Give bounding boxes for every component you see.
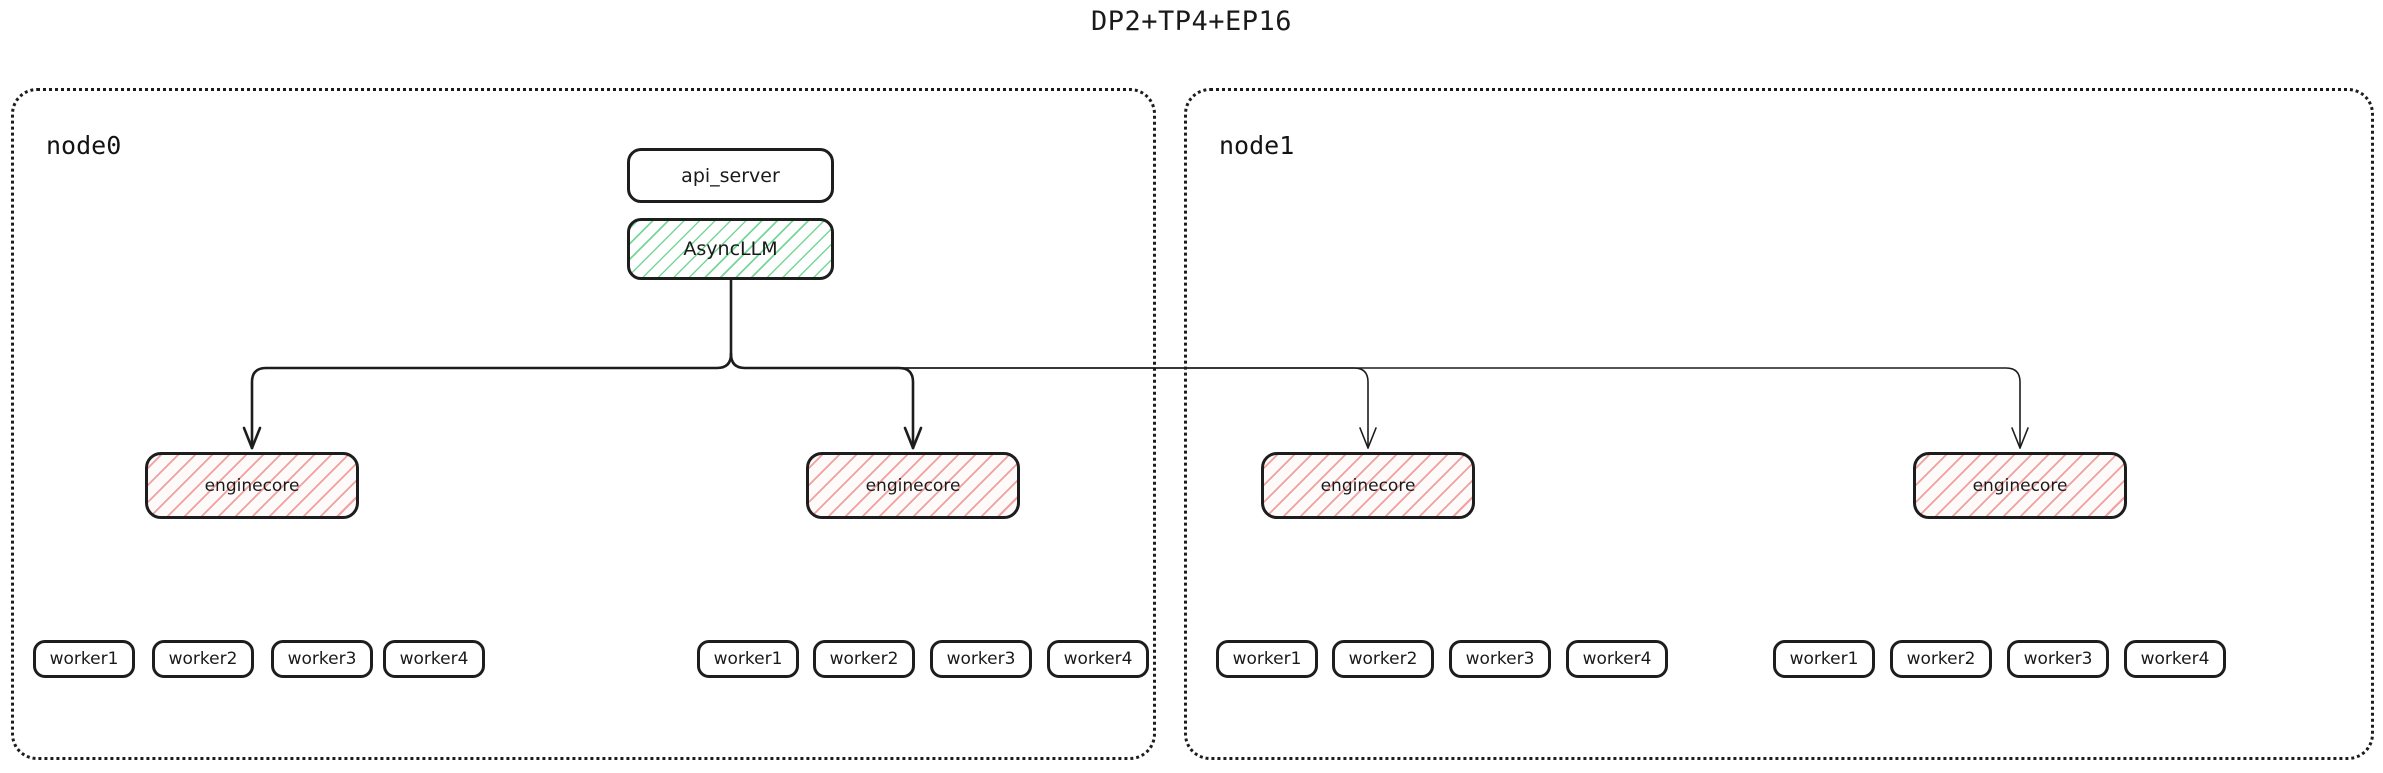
worker-label: worker2 — [168, 649, 238, 669]
connector-arrowhead — [242, 426, 262, 450]
worker-box[interactable]: worker2 — [813, 640, 915, 678]
worker-label: worker2 — [1348, 649, 1418, 669]
connector-arrowhead — [1359, 427, 1377, 449]
enginecore-box[interactable]: enginecore — [1913, 452, 2127, 519]
worker-box[interactable]: worker2 — [1890, 640, 1992, 678]
worker-box[interactable]: worker3 — [930, 640, 1032, 678]
worker-label: worker3 — [287, 649, 357, 669]
connector-line — [730, 353, 2021, 449]
api-server-label: api_server — [681, 164, 780, 187]
worker-label: worker3 — [1465, 649, 1535, 669]
worker-label: worker4 — [1582, 649, 1652, 669]
node-container-node1 — [1184, 88, 2374, 760]
worker-label: worker1 — [713, 649, 783, 669]
worker-box[interactable]: worker1 — [33, 640, 135, 678]
enginecore-box[interactable]: enginecore — [1261, 452, 1475, 519]
worker-label: worker3 — [946, 649, 1016, 669]
api-server-box[interactable]: api_server — [627, 148, 834, 203]
worker-label: worker2 — [1906, 649, 1976, 669]
worker-box[interactable]: worker4 — [2124, 640, 2226, 678]
node-container-node0 — [11, 88, 1156, 760]
enginecore-label: enginecore — [1972, 475, 2068, 496]
async-llm-box[interactable]: AsyncLLM — [627, 218, 834, 280]
async-llm-label: AsyncLLM — [683, 238, 778, 260]
connector-arrowhead — [2011, 427, 2029, 449]
worker-box[interactable]: worker3 — [271, 640, 373, 678]
worker-box[interactable]: worker3 — [1449, 640, 1551, 678]
worker-box[interactable]: worker1 — [697, 640, 799, 678]
worker-label: worker4 — [399, 649, 469, 669]
worker-label: worker2 — [829, 649, 899, 669]
enginecore-box[interactable]: enginecore — [806, 452, 1020, 519]
worker-box[interactable]: worker2 — [1332, 640, 1434, 678]
worker-box[interactable]: worker4 — [383, 640, 485, 678]
worker-label: worker1 — [1232, 649, 1302, 669]
worker-box[interactable]: worker1 — [1216, 640, 1318, 678]
enginecore-box[interactable]: enginecore — [145, 452, 359, 519]
worker-box[interactable]: worker4 — [1566, 640, 1668, 678]
connector-arrowhead — [903, 426, 923, 450]
worker-box[interactable]: worker4 — [1047, 640, 1149, 678]
enginecore-label: enginecore — [1320, 475, 1416, 496]
worker-label: worker4 — [1063, 649, 1133, 669]
enginecore-label: enginecore — [865, 475, 961, 496]
enginecore-label: enginecore — [204, 475, 300, 496]
connector-line — [250, 352, 733, 450]
worker-label: worker3 — [2023, 649, 2093, 669]
worker-label: worker1 — [49, 649, 119, 669]
worker-label: worker1 — [1789, 649, 1859, 669]
worker-label: worker4 — [2140, 649, 2210, 669]
worker-box[interactable]: worker3 — [2007, 640, 2109, 678]
worker-box[interactable]: worker1 — [1773, 640, 1875, 678]
worker-box[interactable]: worker2 — [152, 640, 254, 678]
